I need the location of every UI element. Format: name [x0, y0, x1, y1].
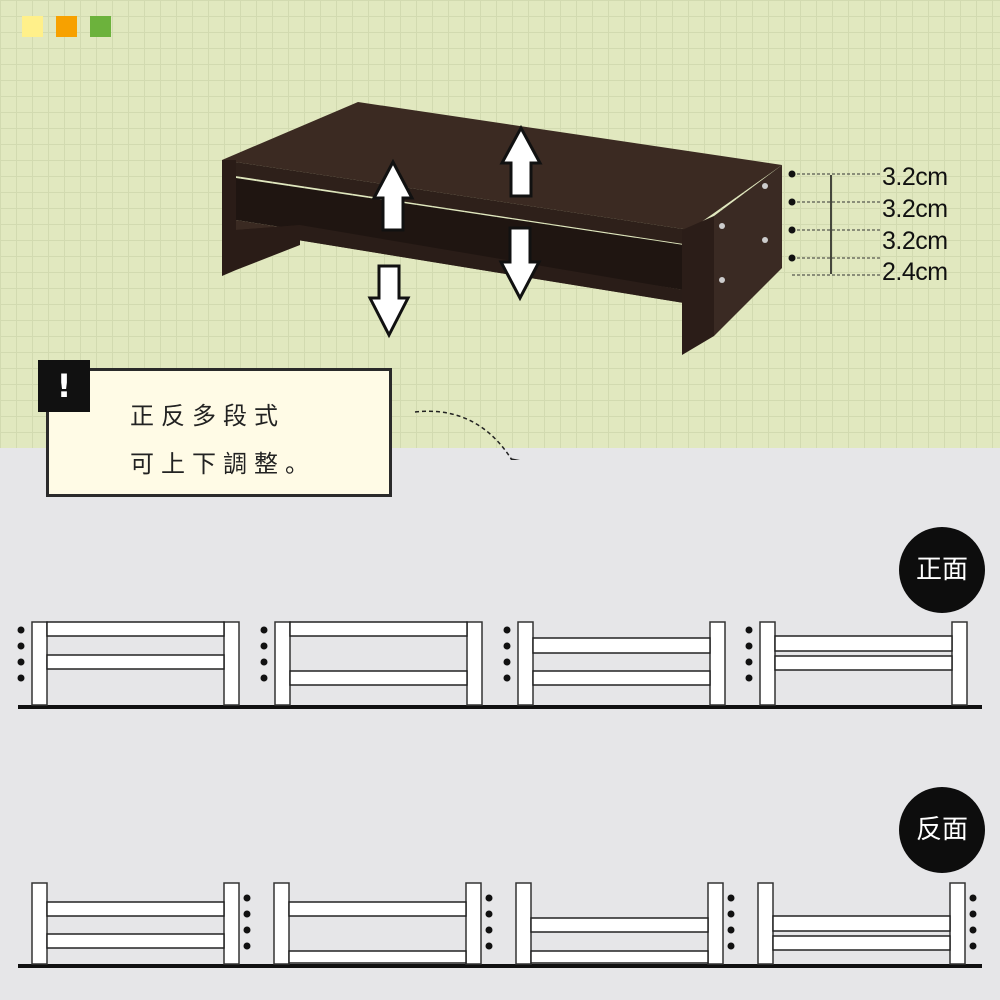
panel-post [709, 621, 726, 706]
exclamation-icon: ! [38, 360, 90, 412]
shelf-board [46, 654, 225, 670]
dimension-label: 3.2cm [882, 195, 948, 223]
adjustment-hole-dot [969, 894, 977, 902]
adjustment-hole-dot [243, 910, 251, 918]
adjustment-hole-dot [17, 658, 25, 666]
panel-post [759, 621, 776, 706]
panel-post [273, 882, 290, 965]
shelf-board [288, 950, 467, 964]
adjustment-hole-dot [727, 926, 735, 934]
panel-post [274, 621, 291, 706]
panel-post [465, 882, 482, 965]
adjustment-hole-dot [485, 926, 493, 934]
adjustment-hole-dot [243, 926, 251, 934]
adjustment-hole-dot [17, 674, 25, 682]
adjustment-hole-dot [727, 942, 735, 950]
panel-post [515, 882, 532, 965]
adjustment-hole-dot [745, 674, 753, 682]
shelf-board [532, 637, 711, 654]
adjustment-hole-dot [745, 626, 753, 634]
shelf-board [530, 917, 709, 933]
shelf-board [774, 655, 953, 671]
shelf-board [288, 901, 467, 917]
up-arrow-icon [371, 124, 543, 232]
adjustment-hole-dot [503, 658, 511, 666]
adjustment-hole-dot [485, 894, 493, 902]
callout-line-1: 正反多段式 [130, 402, 285, 430]
shelf-board [46, 621, 225, 637]
panel-post [517, 621, 534, 706]
adjustment-hole-dot [260, 674, 268, 682]
shelf-board [774, 635, 953, 652]
adjustment-hole-dot [485, 942, 493, 950]
adjustment-hole-dot [243, 942, 251, 950]
floor-line [18, 964, 982, 968]
down-arrow-icon [367, 226, 542, 339]
adjustment-hole-dot [260, 658, 268, 666]
adjustment-hole-dot [727, 910, 735, 918]
adjustment-hole-dot [727, 894, 735, 902]
adjustment-hole-dot [969, 910, 977, 918]
floor-line [18, 705, 982, 709]
panel-post [951, 621, 968, 706]
front-badge: 正面 [899, 527, 985, 613]
panel-post [223, 882, 240, 965]
shelf-board [289, 670, 468, 686]
dimension-label: 3.2cm [882, 163, 948, 191]
green-swatch [90, 16, 111, 37]
adjustment-hole-dot [503, 674, 511, 682]
shelf-board [289, 621, 468, 637]
adjustment-hole-dot [969, 942, 977, 950]
shelf-board [46, 933, 225, 949]
yellow-swatch [22, 16, 43, 37]
adjustment-hole-dot [17, 642, 25, 650]
adjustment-hole-dot [260, 642, 268, 650]
adjustment-hole-dot [485, 910, 493, 918]
adjustment-hole-dot [243, 894, 251, 902]
adjustment-hole-dot [745, 658, 753, 666]
callout-line-2: 可上下調整。 [130, 450, 316, 478]
dimension-label: 3.2cm [882, 227, 948, 255]
shelf-board [532, 670, 711, 686]
adjustment-hole-dot [17, 626, 25, 634]
panel-post [949, 882, 966, 965]
adjustment-hole-dot [503, 642, 511, 650]
panel-post [757, 882, 774, 965]
curved-arrow-icon [414, 410, 513, 460]
adjustment-hole-dot [503, 626, 511, 634]
back-badge: 反面 [899, 787, 985, 873]
shelf-board [772, 915, 951, 932]
panel-post [466, 621, 483, 706]
shelf-board [530, 950, 709, 964]
dimension-label: 2.4cm [882, 258, 948, 286]
panel-post [31, 621, 48, 706]
panel-post [707, 882, 724, 965]
adjustment-hole-dot [745, 642, 753, 650]
shelf-board [46, 901, 225, 917]
callout-box [46, 368, 392, 497]
panel-post [31, 882, 48, 965]
panel-post [223, 621, 240, 706]
monitor-stand-illustration [222, 102, 880, 460]
adjustment-hole-dot [969, 926, 977, 934]
orange-swatch [56, 16, 77, 37]
adjustment-hole-dot [260, 626, 268, 634]
shelf-board [772, 935, 951, 951]
